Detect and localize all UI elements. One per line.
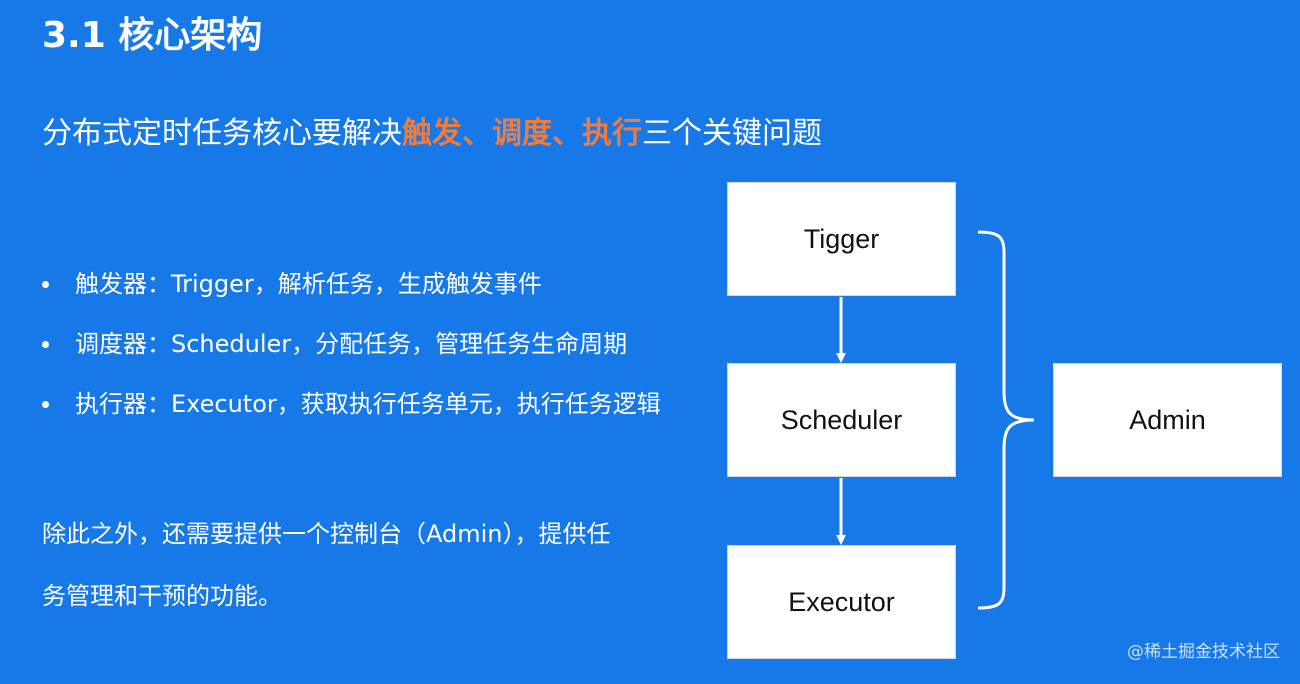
bullet-list: 触发器：Trigger，解析任务，生成触发事件 调度器：Scheduler，分配… <box>42 262 661 442</box>
subtitle-highlight: 触发、调度、执行 <box>402 116 642 151</box>
executor-box: Executor <box>727 545 956 659</box>
bullet-text: 触发器：Trigger，解析任务，生成触发事件 <box>75 270 542 298</box>
subtitle-prefix: 分布式定时任务核心要解决 <box>42 116 402 151</box>
trigger-box: Tigger <box>727 182 956 296</box>
bullet-item-scheduler: 调度器：Scheduler，分配任务，管理任务生命周期 <box>42 322 661 382</box>
bullet-dot-icon <box>42 341 49 348</box>
bullet-dot-icon <box>42 401 49 408</box>
bullet-item-trigger: 触发器：Trigger，解析任务，生成触发事件 <box>42 262 661 322</box>
scheduler-box: Scheduler <box>727 363 956 477</box>
note-line-1: 除此之外，还需要提供一个控制台（Admin），提供任 <box>42 520 611 548</box>
admin-box: Admin <box>1053 363 1282 477</box>
watermark: @稀土掘金技术社区 <box>1127 642 1280 662</box>
slide-title: 3.1 核心架构 <box>42 15 263 56</box>
note-line-2: 务管理和干预的功能。 <box>42 582 282 610</box>
bullet-dot-icon <box>42 281 49 288</box>
subtitle-suffix: 三个关键问题 <box>642 116 822 151</box>
bullet-text: 执行器：Executor，获取执行任务单元，执行任务逻辑 <box>75 390 661 418</box>
slide-subtitle: 分布式定时任务核心要解决触发、调度、执行三个关键问题 <box>42 112 822 156</box>
bullet-item-executor: 执行器：Executor，获取执行任务单元，执行任务逻辑 <box>42 382 661 442</box>
right-brace-icon <box>977 230 1035 610</box>
bullet-text: 调度器：Scheduler，分配任务，管理任务生命周期 <box>75 330 628 358</box>
